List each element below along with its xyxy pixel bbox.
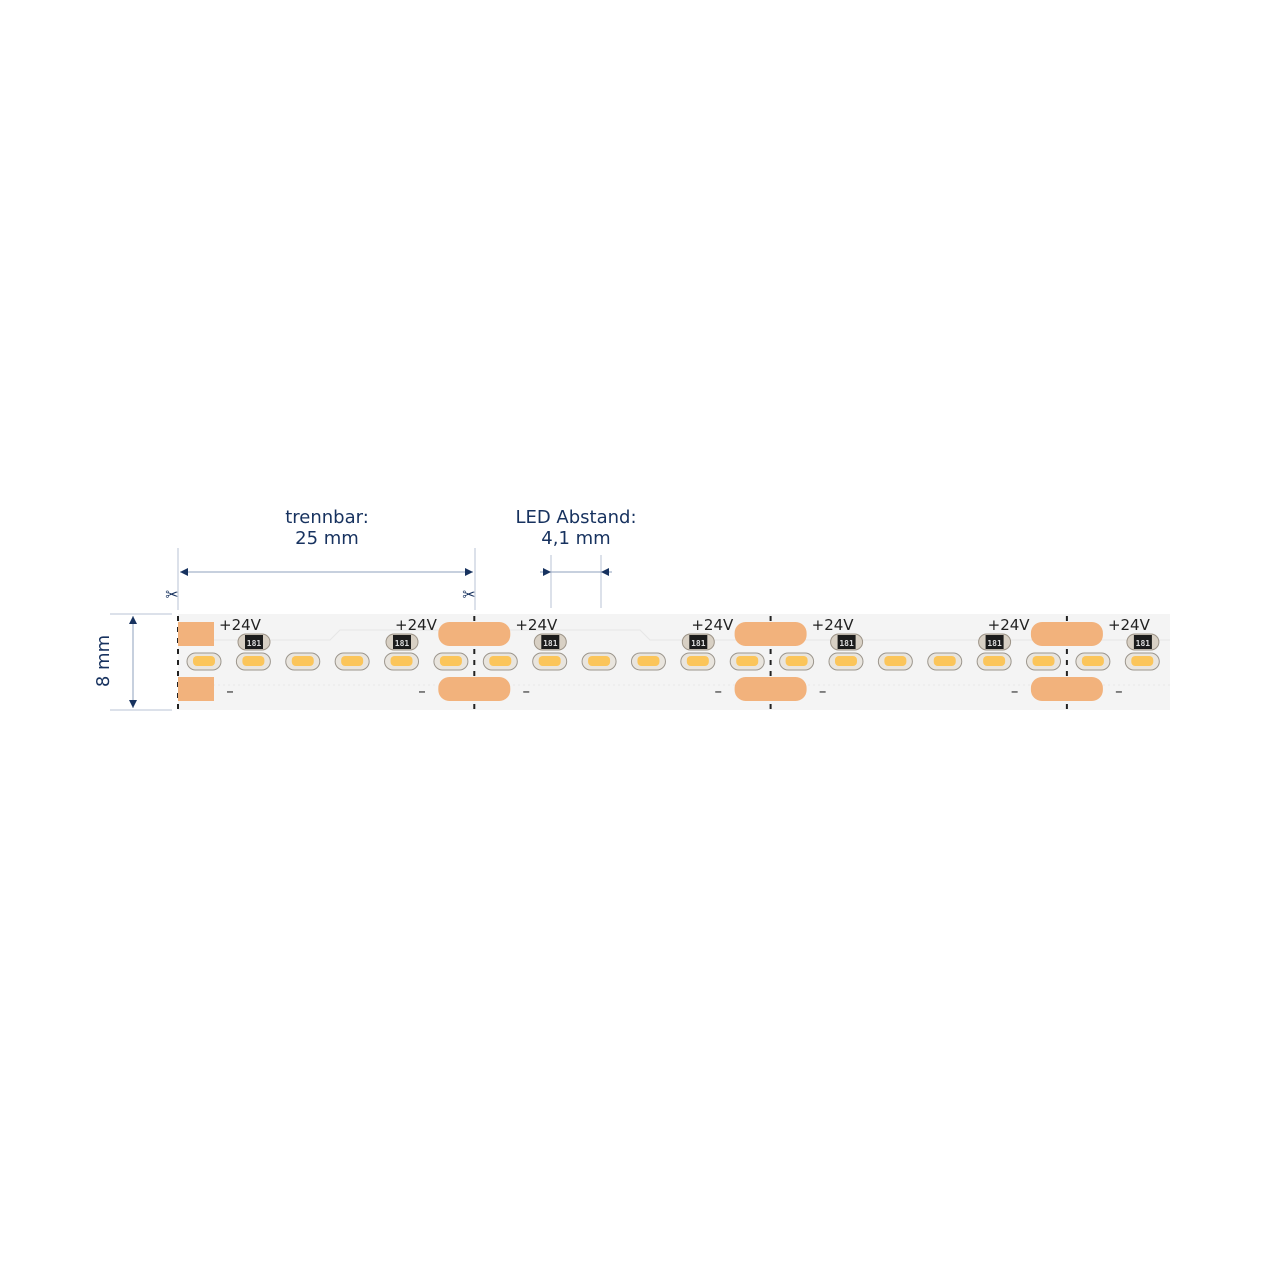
led-emitter [439,656,462,666]
positive-label: +24V [515,616,558,634]
positive-label: +24V [1108,616,1151,634]
negative-pad [438,677,511,701]
resistor-code: 181 [691,639,706,648]
negative-pad [734,677,807,701]
led-emitter [1081,656,1104,666]
led-emitter [686,656,709,666]
resistor-body [541,635,560,649]
negative-label: – [1115,682,1123,700]
led-emitter [785,656,808,666]
negative-label: – [715,682,723,700]
resistor-code: 181 [247,639,262,648]
negative-pad [178,677,214,701]
positive-pad [734,622,807,646]
extension-lines [110,548,602,711]
led-emitter [341,656,364,666]
resistor-body [245,635,263,649]
scissors-icon: ✂ [165,585,178,604]
led-emitter [1032,656,1055,666]
resistor-body [985,635,1004,649]
cut-length-value: 25 mm [295,528,359,549]
strip-components: +24V +24V – – 181 181 +24V +24V – – 181 181 +24V +24V… [177,616,1160,710]
led-emitter [193,656,215,666]
resistor-body [837,635,856,649]
led-emitter [983,656,1006,666]
cut-length-label: trennbar: [285,507,369,528]
negative-label: – [819,682,827,700]
positive-pad [178,622,214,646]
led-emitter [588,656,611,666]
resistor-code: 181 [1136,639,1151,648]
resistor-body [689,635,708,649]
scissors-icon: ✂ [462,585,475,604]
negative-label: – [1011,682,1019,700]
resistor-code: 181 [987,639,1002,648]
negative-label: – [523,682,531,700]
positive-pad [438,622,511,646]
led-emitter [834,656,857,666]
resistor-code: 181 [395,639,410,648]
resistor-code: 181 [839,639,854,648]
negative-label: – [418,682,426,700]
led-emitter [489,656,512,666]
positive-label: +24V [988,616,1031,634]
led-emitter [242,656,265,666]
resistor-code: 181 [543,639,558,648]
led-emitter [390,656,413,666]
led-emitter [933,656,956,666]
led-emitter [637,656,660,666]
led-emitter [884,656,907,666]
positive-label: +24V [219,616,262,634]
led-pitch-label: LED Abstand: [515,507,636,528]
resistor-body [1133,635,1152,649]
negative-pad [1030,677,1103,701]
positive-pad [1030,622,1103,646]
dimension-arrows [129,568,612,708]
resistor-body [393,635,411,649]
strip-width-value: 8 mm [93,635,114,687]
negative-label: – [226,682,234,700]
led-emitter [736,656,759,666]
led-emitter [291,656,314,666]
led-emitter [1131,656,1154,666]
positive-label: +24V [395,616,438,634]
led-pitch-value: 4,1 mm [541,528,610,549]
led-emitter [538,656,561,666]
positive-label: +24V [812,616,855,634]
positive-label: +24V [691,616,734,634]
